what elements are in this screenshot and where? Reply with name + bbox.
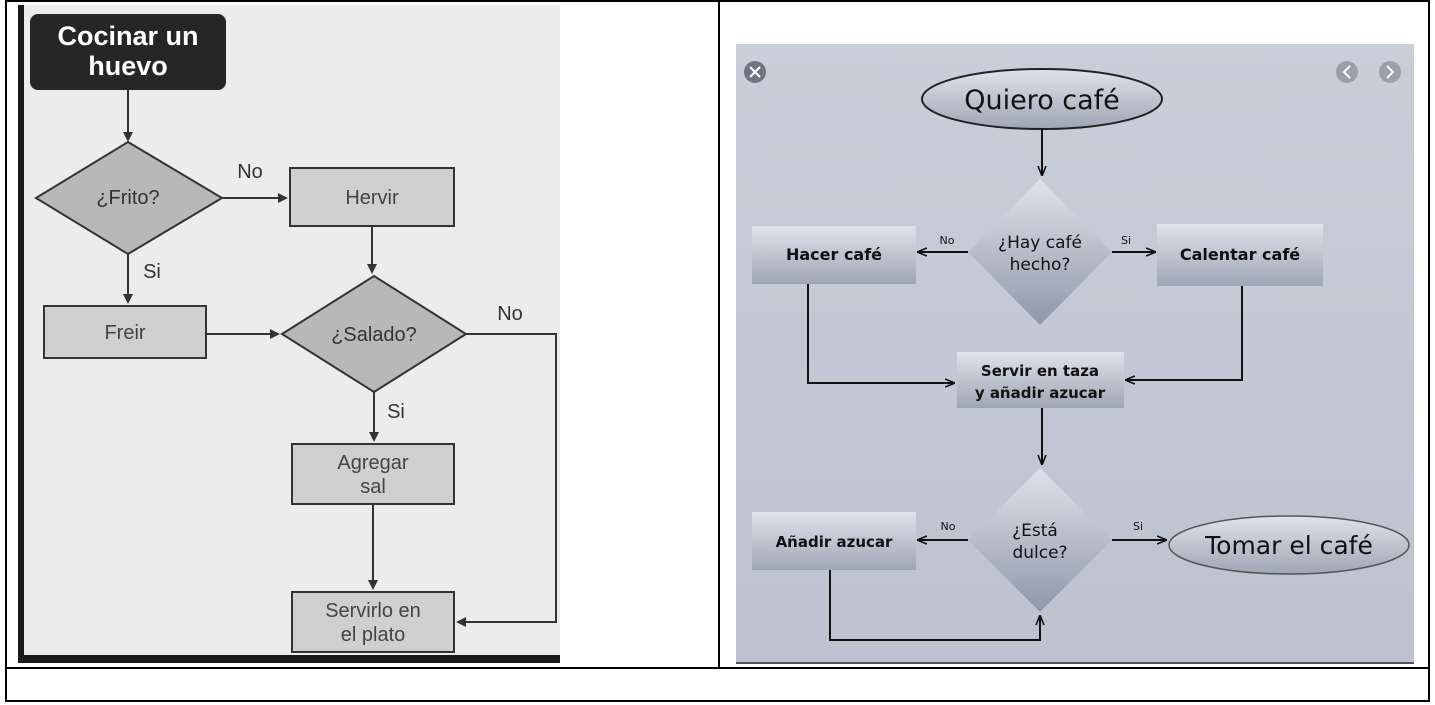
box-calentar-cafe bbox=[1157, 224, 1323, 286]
decision-frito-label: ¿Frito? bbox=[96, 187, 159, 209]
box-agregar-label-2: sal bbox=[360, 476, 386, 498]
egg-flowchart: Cocinar un huevo ¿Frito? No Hervir Si Fr… bbox=[18, 5, 560, 663]
box-servirlo-label-2: el plato bbox=[341, 624, 406, 646]
box-hervir-label: Hervir bbox=[345, 187, 399, 209]
box-servirlo bbox=[291, 591, 455, 653]
chevron-right-icon[interactable] bbox=[1379, 61, 1401, 83]
box-hacer-cafe bbox=[752, 226, 916, 284]
box-anadir-azucar-label: Añadir azucar bbox=[776, 533, 893, 551]
coffee-flowchart: Quiero café ¿Hay café hecho? No Hacer ca… bbox=[736, 44, 1414, 664]
decision-salado-label: ¿Salado? bbox=[331, 324, 417, 346]
close-icon[interactable] bbox=[744, 61, 766, 83]
start-node-label-2: huevo bbox=[88, 51, 168, 81]
box-servirlo-label-1: Servirlo en bbox=[325, 600, 421, 622]
box-servir-taza-label-2: y añadir azucar bbox=[975, 384, 1106, 402]
label-no-hay: No bbox=[940, 234, 955, 247]
end-ellipse-label: Tomar el café bbox=[1204, 531, 1373, 560]
decision-hay-cafe bbox=[968, 179, 1112, 325]
box-servir-taza-label-1: Servir en taza bbox=[981, 362, 1099, 380]
chevron-left-icon[interactable] bbox=[1336, 61, 1358, 83]
decision-hay-cafe-label-2: hecho? bbox=[1010, 255, 1071, 275]
box-freir bbox=[43, 305, 207, 359]
start-node bbox=[30, 14, 226, 90]
label-si-salado: Si bbox=[387, 401, 405, 423]
box-freir-label: Freir bbox=[104, 322, 145, 344]
box-servir-taza bbox=[957, 352, 1124, 408]
label-no-dulce: No bbox=[941, 520, 956, 533]
start-node-label-1: Cocinar un bbox=[57, 21, 198, 51]
label-si-frito: Si bbox=[143, 261, 161, 283]
label-no-frito: No bbox=[237, 161, 263, 183]
box-hervir bbox=[289, 167, 455, 227]
decision-hay-cafe-label-1: ¿Hay café bbox=[998, 233, 1082, 253]
decision-esta-dulce-label-1: ¿Está bbox=[1012, 521, 1058, 541]
box-hacer-cafe-label: Hacer café bbox=[786, 245, 882, 264]
decision-esta-dulce-label-2: dulce? bbox=[1012, 543, 1067, 563]
decision-esta-dulce bbox=[968, 468, 1112, 612]
box-anadir-azucar bbox=[752, 512, 916, 570]
end-ellipse bbox=[1168, 515, 1410, 575]
label-si-dulce: Si bbox=[1133, 520, 1143, 533]
label-no-salado: No bbox=[497, 303, 523, 325]
label-si-hay: Si bbox=[1121, 234, 1131, 247]
box-agregar-sal bbox=[291, 443, 455, 505]
box-calentar-cafe-label: Calentar café bbox=[1180, 245, 1300, 264]
start-ellipse-label: Quiero café bbox=[964, 85, 1120, 116]
box-agregar-label-1: Agregar bbox=[337, 452, 408, 474]
